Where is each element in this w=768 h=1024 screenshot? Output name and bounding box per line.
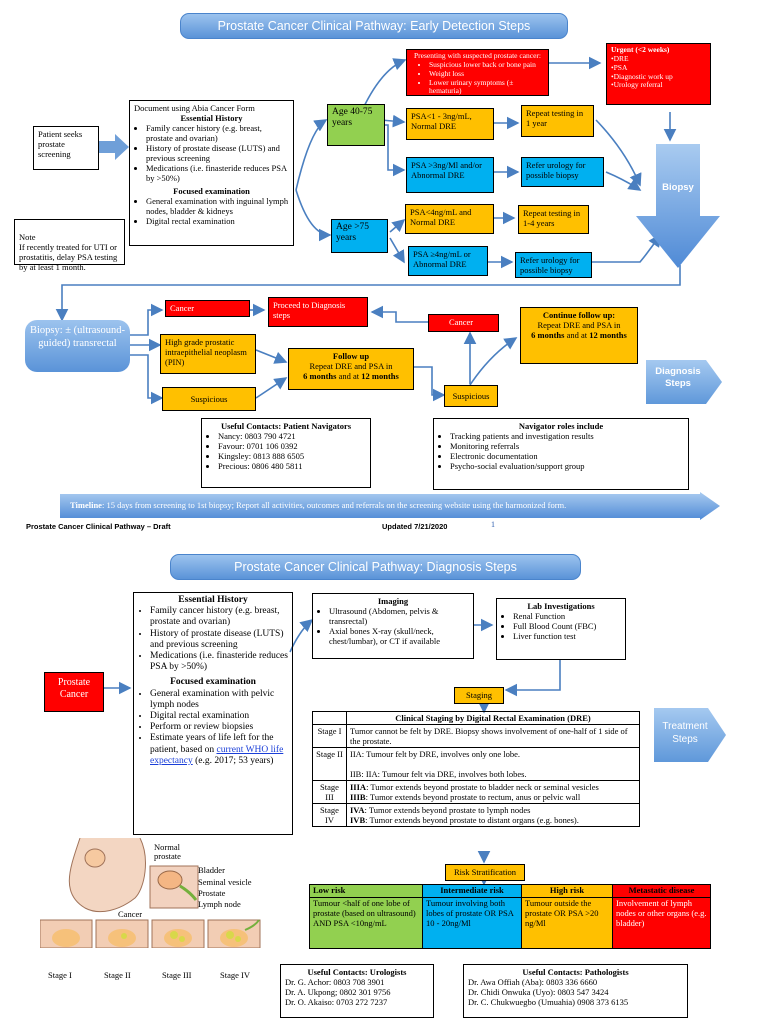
treatment-steps-label: Treatment Steps: [662, 721, 708, 745]
essential-history-list: Family cancer history (e.g. breast, pros…: [134, 123, 289, 183]
who-life-expectancy-link[interactable]: current WHO life expectancy: [150, 744, 284, 766]
diagnosis-steps-label: Diagnosis Steps: [655, 366, 701, 389]
cancer-box-1: Cancer: [165, 300, 250, 317]
diagnosis-history-box: Essential History Family cancer history …: [133, 592, 293, 835]
risk-header-high: High risk: [521, 884, 613, 898]
imaging-box: Imaging Ultrasound (Abdomen, pelvis & tr…: [312, 593, 474, 659]
diagnosis-steps-arrow-icon: [646, 360, 722, 404]
diag-history-list: Family cancer history (e.g. breast, pros…: [138, 606, 288, 673]
risk-cell-low: Tumour <half of one lobe of prostate (ba…: [309, 897, 423, 949]
followup-box: Follow up Repeat DRE and PSA in 6 months…: [288, 348, 414, 390]
psa-low-normal-box: PSA<1 - 3ng/mL, Normal DRE: [406, 108, 494, 140]
risk-header-metastatic: Metastatic disease: [612, 884, 711, 898]
navigators-list: Nancy: 0803 790 4721 Favour: 0701 106 03…: [206, 431, 366, 471]
footer-updated: Updated 7/21/2020: [382, 522, 448, 531]
hgpin-box: High grade prostatic intraepithelial neo…: [160, 334, 256, 374]
timeline-text: Timeline: 15 days from screening to 1st …: [70, 500, 567, 510]
navigator-roles-box: Navigator roles include Tracking patient…: [433, 418, 689, 490]
repeat-1-4yr-box: Repeat testing in 1-4 years: [518, 205, 589, 234]
timeline-arrow-icon: [60, 492, 720, 520]
patient-seeks-box: Patient seeks prostate screening: [33, 126, 99, 170]
suspicious-box-1: Suspicious: [162, 387, 256, 411]
table-row: Stage II IIA: Tumour felt by DRE, involv…: [312, 747, 640, 781]
label-normal-prostate: Normal prostate: [154, 842, 181, 862]
suspicious-box-2: Suspicious: [444, 385, 498, 407]
label-seminal-vesicle: Seminal vesicle: [198, 877, 252, 887]
biopsy-label: Biopsy: [662, 182, 694, 193]
stage-images: [40, 919, 261, 948]
age-over-75-box: Age >75 years: [331, 219, 388, 253]
urologists-box: Useful Contacts: Urologists Dr. G. Achor…: [280, 964, 434, 1018]
prostate-anatomy-illustration: [40, 838, 261, 948]
roles-list: Tracking patients and investigation resu…: [438, 431, 684, 471]
cancer-box-2: Cancer: [428, 314, 499, 332]
page2-title-banner: Prostate Cancer Clinical Pathway: Diagno…: [170, 554, 581, 580]
footer-title: Prostate Cancer Clinical Pathway – Draft: [26, 522, 171, 531]
label-stage-1: Stage I: [48, 970, 72, 980]
lab-list: Renal Function Full Blood Count (FBC) Li…: [501, 611, 621, 641]
psa-ge4-abnormal-box: PSA ≥4ng/mL or Abnormal DRE: [408, 246, 488, 276]
staging-box: Staging: [454, 687, 504, 704]
proceed-diagnosis-box: Proceed to Diagnosis steps: [268, 297, 368, 327]
biopsy-down-arrow-icon: [636, 144, 720, 268]
refer-urology-box-1: Refer urology for possible biopsy: [521, 157, 604, 187]
abia-form-box: Document using Abia Cancer Form Essentia…: [129, 100, 294, 246]
risk-header-intermediate: Intermediate risk: [422, 884, 522, 898]
label-lymph-node: Lymph node: [198, 899, 241, 909]
note-box: Note If recently treated for UTI or pros…: [14, 219, 125, 272]
psa-4-normal-box: PSA<4ng/mL and Normal DRE: [405, 204, 494, 234]
urgent-box: Urgent (<2 weeks) •DRE •PSA •Diagnostic …: [606, 43, 711, 105]
pathologists-box: Useful Contacts: Pathologists Dr. Awa Of…: [463, 964, 688, 1018]
repeat-1-year-box: Repeat testing in 1 year: [521, 105, 594, 137]
biopsy-trus-box: Biopsy: ± (ultrasound-guided) transrecta…: [25, 320, 130, 372]
imaging-list: Ultrasound (Abdomen, pelvis & transrecta…: [317, 606, 469, 646]
diag-exam-list: General examination with pelvic lymph no…: [138, 689, 288, 767]
risk-stratification-box: Risk Stratification: [445, 864, 525, 881]
table-row: Stage IV IVA: Tumor extends beyond prost…: [312, 803, 640, 827]
label-stage-4: Stage IV: [220, 970, 250, 980]
right-arrow-icon: [99, 134, 129, 160]
age-40-75-box: Age 40-75 years: [327, 104, 385, 146]
psa-high-abnormal-box: PSA >3ng/Ml and/or Abnormal DRE: [406, 157, 494, 193]
risk-cell-metastatic: Involvement of lymph nodes or other orga…: [612, 897, 711, 949]
risk-cell-high: Tumour outside the prostate OR PSA >20 n…: [521, 897, 613, 949]
patient-navigators-box: Useful Contacts: Patient Navigators Nanc…: [201, 418, 371, 488]
label-bladder: Bladder: [198, 865, 225, 875]
label-prostate: Prostate: [198, 888, 226, 898]
table-row: Stage III IIIA: Tumor extends beyond pro…: [312, 780, 640, 804]
page1-title-banner: Prostate Cancer Clinical Pathway: Early …: [180, 13, 568, 39]
staging-table: Clinical Staging by Digital Rectal Exami…: [312, 711, 640, 827]
risk-cell-intermediate: Tumour involving both lobes of prostate …: [422, 897, 522, 949]
lab-investigations-box: Lab Investigations Renal Function Full B…: [496, 598, 626, 660]
treatment-steps-arrow-icon: [654, 708, 726, 762]
focused-exam-list: General examination with inguinal lymph …: [134, 196, 289, 226]
refer-urology-box-2: Refer urology for possible biopsy: [515, 252, 592, 278]
label-stage-3: Stage III: [162, 970, 192, 980]
prostate-cancer-box: Prostate Cancer: [44, 672, 104, 712]
label-cancer: Cancer: [118, 909, 143, 919]
continue-followup-box: Continue follow up: Repeat DRE and PSA i…: [520, 307, 638, 364]
table-row: Stage I Tumor cannot be felt by DRE. Bio…: [312, 724, 640, 748]
page1-title: Prostate Cancer Clinical Pathway: Early …: [217, 19, 531, 33]
page2-title: Prostate Cancer Clinical Pathway: Diagno…: [234, 560, 517, 574]
risk-header-low: Low risk: [309, 884, 423, 898]
footer-page: 1: [491, 520, 495, 529]
label-stage-2: Stage II: [104, 970, 131, 980]
presenting-box: Presenting with suspected prostate cance…: [406, 49, 549, 96]
